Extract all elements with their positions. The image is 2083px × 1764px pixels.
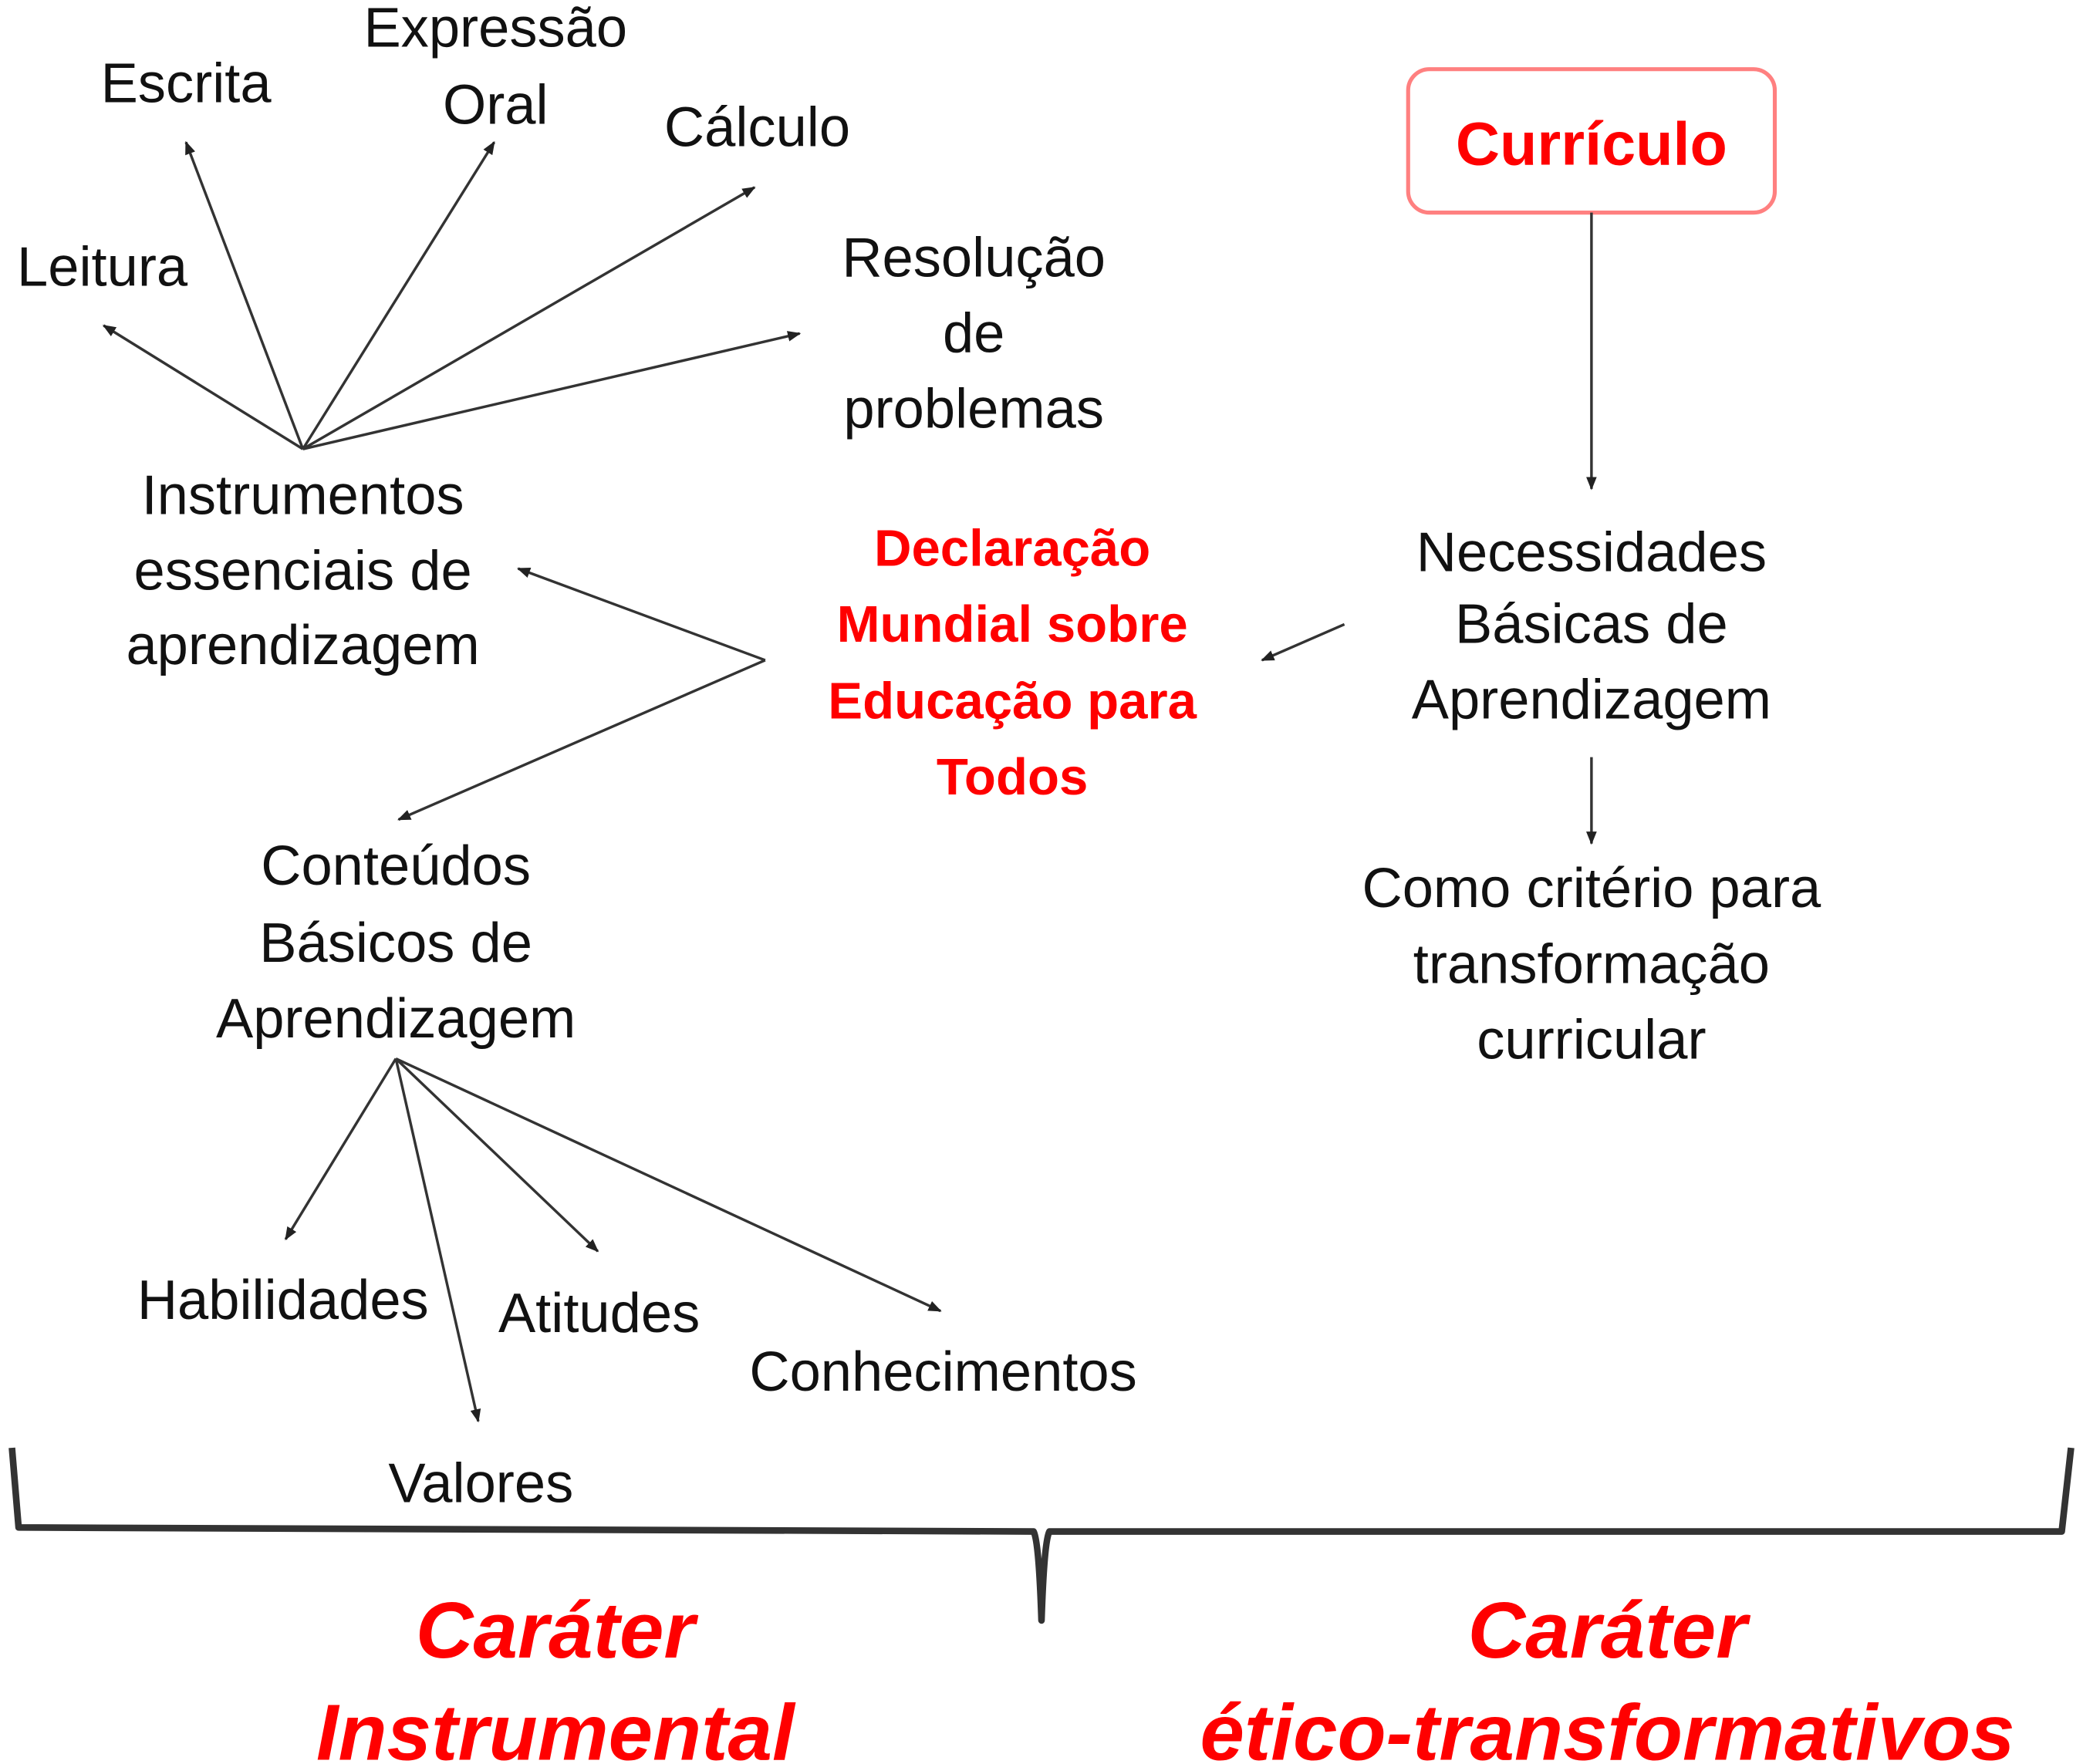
node-atitudes: Atitudes	[498, 1283, 700, 1344]
node-instrumentos-3: aprendizagem	[126, 615, 479, 676]
node-resolucao-3: problemas	[843, 379, 1104, 440]
arrow-conhecimentos	[395, 1057, 942, 1313]
declaracao-4: Todos	[937, 748, 1088, 806]
node-calculo: Cálculo	[664, 97, 850, 159]
conteudos-2: Básicos de	[259, 912, 532, 974]
arrow-calculo	[302, 186, 756, 450]
conteudos-1: Conteúdos	[261, 835, 531, 897]
node-expressao-1: Expressão	[363, 0, 627, 59]
node-habilidades: Habilidades	[137, 1270, 429, 1331]
criterio-1: Como critério para	[1362, 858, 1821, 919]
curriculo-label: Currículo	[1456, 110, 1727, 178]
node-resolucao-1: Resolução	[842, 227, 1106, 288]
arrow-expressao	[302, 140, 496, 450]
node-leitura: Leitura	[17, 236, 188, 298]
instrumentos-arrows	[102, 140, 802, 450]
carater-left-1: Caráter	[416, 1585, 699, 1675]
node-instrumentos-2: essenciais de	[134, 541, 472, 602]
node-conhecimentos: Conhecimentos	[749, 1341, 1136, 1403]
node-valores: Valores	[388, 1453, 573, 1515]
curly-brace	[8, 1447, 2075, 1624]
necessidades-2: Básicas de	[1455, 594, 1728, 656]
arrow-atitudes	[394, 1057, 599, 1253]
criterio-2: transformação	[1413, 933, 1770, 995]
node-instrumentos-1: Instrumentos	[142, 465, 464, 527]
conteudos-3: Aprendizagem	[216, 988, 576, 1050]
conteudos-arrows	[284, 1057, 942, 1423]
node-expressao-2: Oral	[443, 74, 549, 136]
declaracao-1: Declaração	[874, 520, 1150, 578]
arrow-to-conteudos	[397, 659, 766, 821]
declaracao-2: Mundial sobre	[837, 595, 1188, 653]
node-escrita: Escrita	[101, 53, 272, 115]
arrow-leitura	[102, 324, 304, 450]
criterio-3: curricular	[1477, 1010, 1706, 1071]
arrow-escrita	[184, 140, 305, 450]
arrow-to-declaracao	[1261, 622, 1345, 662]
arrow-to-instrumentos	[516, 567, 766, 662]
necessidades-3: Aprendizagem	[1412, 670, 1771, 731]
carater-right-1: Caráter	[1468, 1585, 1751, 1675]
arrow-habilidades	[284, 1057, 397, 1241]
carater-left-2: Instrumental	[316, 1688, 796, 1764]
arrow-valores	[394, 1058, 481, 1423]
declaracao-3: Educação para	[828, 673, 1197, 730]
necessidades-1: Necessidades	[1416, 522, 1767, 584]
carater-right-2: ético-transformativos	[1200, 1688, 2014, 1764]
arrow-resolucao	[302, 331, 802, 450]
node-resolucao-2: de	[943, 302, 1004, 364]
